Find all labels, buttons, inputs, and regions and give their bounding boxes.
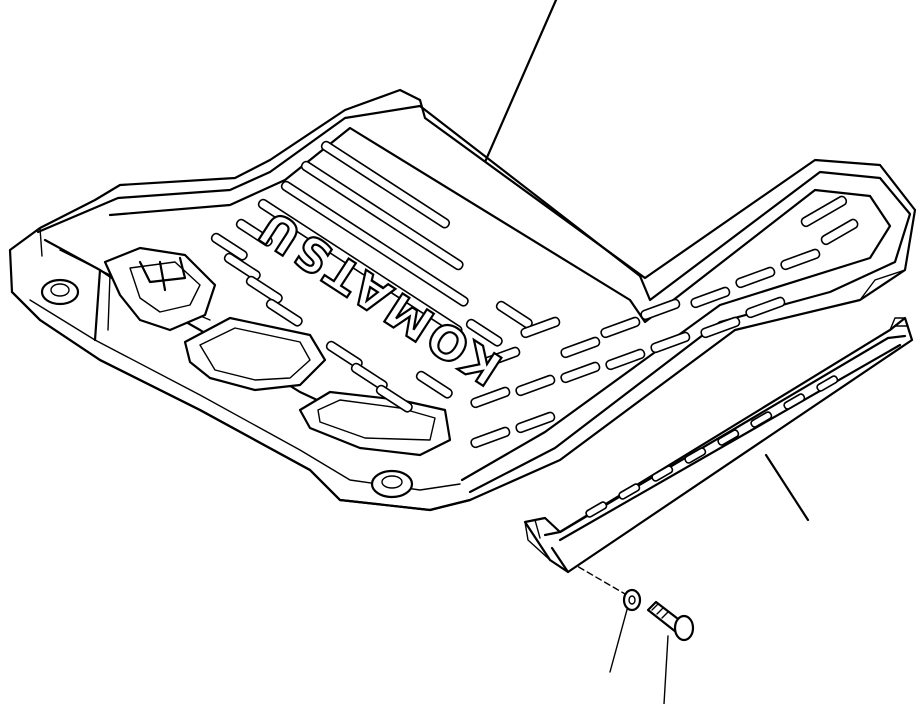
front-cover-inner <box>317 399 436 441</box>
anti-slip-slots <box>210 140 859 449</box>
pedal-cutout <box>103 246 217 332</box>
boss-front <box>370 469 414 499</box>
bolt <box>646 600 695 642</box>
step-plate-end-right <box>889 317 909 331</box>
leader-step-plate <box>764 453 810 522</box>
bolt-head <box>673 614 695 642</box>
floor-front-edge <box>10 290 472 512</box>
leader-washer <box>609 605 629 673</box>
leader-lines <box>476 0 810 704</box>
step-plate-top-edge <box>543 334 907 537</box>
step-plate <box>523 316 914 574</box>
washer-hole <box>628 595 636 605</box>
step-plate-holes <box>585 375 839 518</box>
boss-front-inner <box>381 475 403 489</box>
floor-mat: KOMATSU <box>8 88 917 512</box>
step-plate-end-left <box>524 519 551 561</box>
bolt-thread <box>651 603 669 619</box>
boss-left <box>40 278 80 306</box>
step-plate-lower-edge <box>550 343 902 574</box>
pedal-bracket <box>138 256 187 292</box>
assembly-axis <box>569 561 633 599</box>
leader-floor-mat <box>476 0 558 180</box>
boss-left-inner <box>50 283 70 297</box>
washer-outer <box>622 588 642 612</box>
washer <box>622 588 642 612</box>
leader-bolt <box>663 635 669 704</box>
floor-rim-inner <box>108 126 892 482</box>
pedal-cutout-inner <box>129 261 201 313</box>
floor-side-edge <box>9 227 906 301</box>
inspection-cover-inner <box>199 327 311 381</box>
mounting-bosses <box>40 278 414 499</box>
